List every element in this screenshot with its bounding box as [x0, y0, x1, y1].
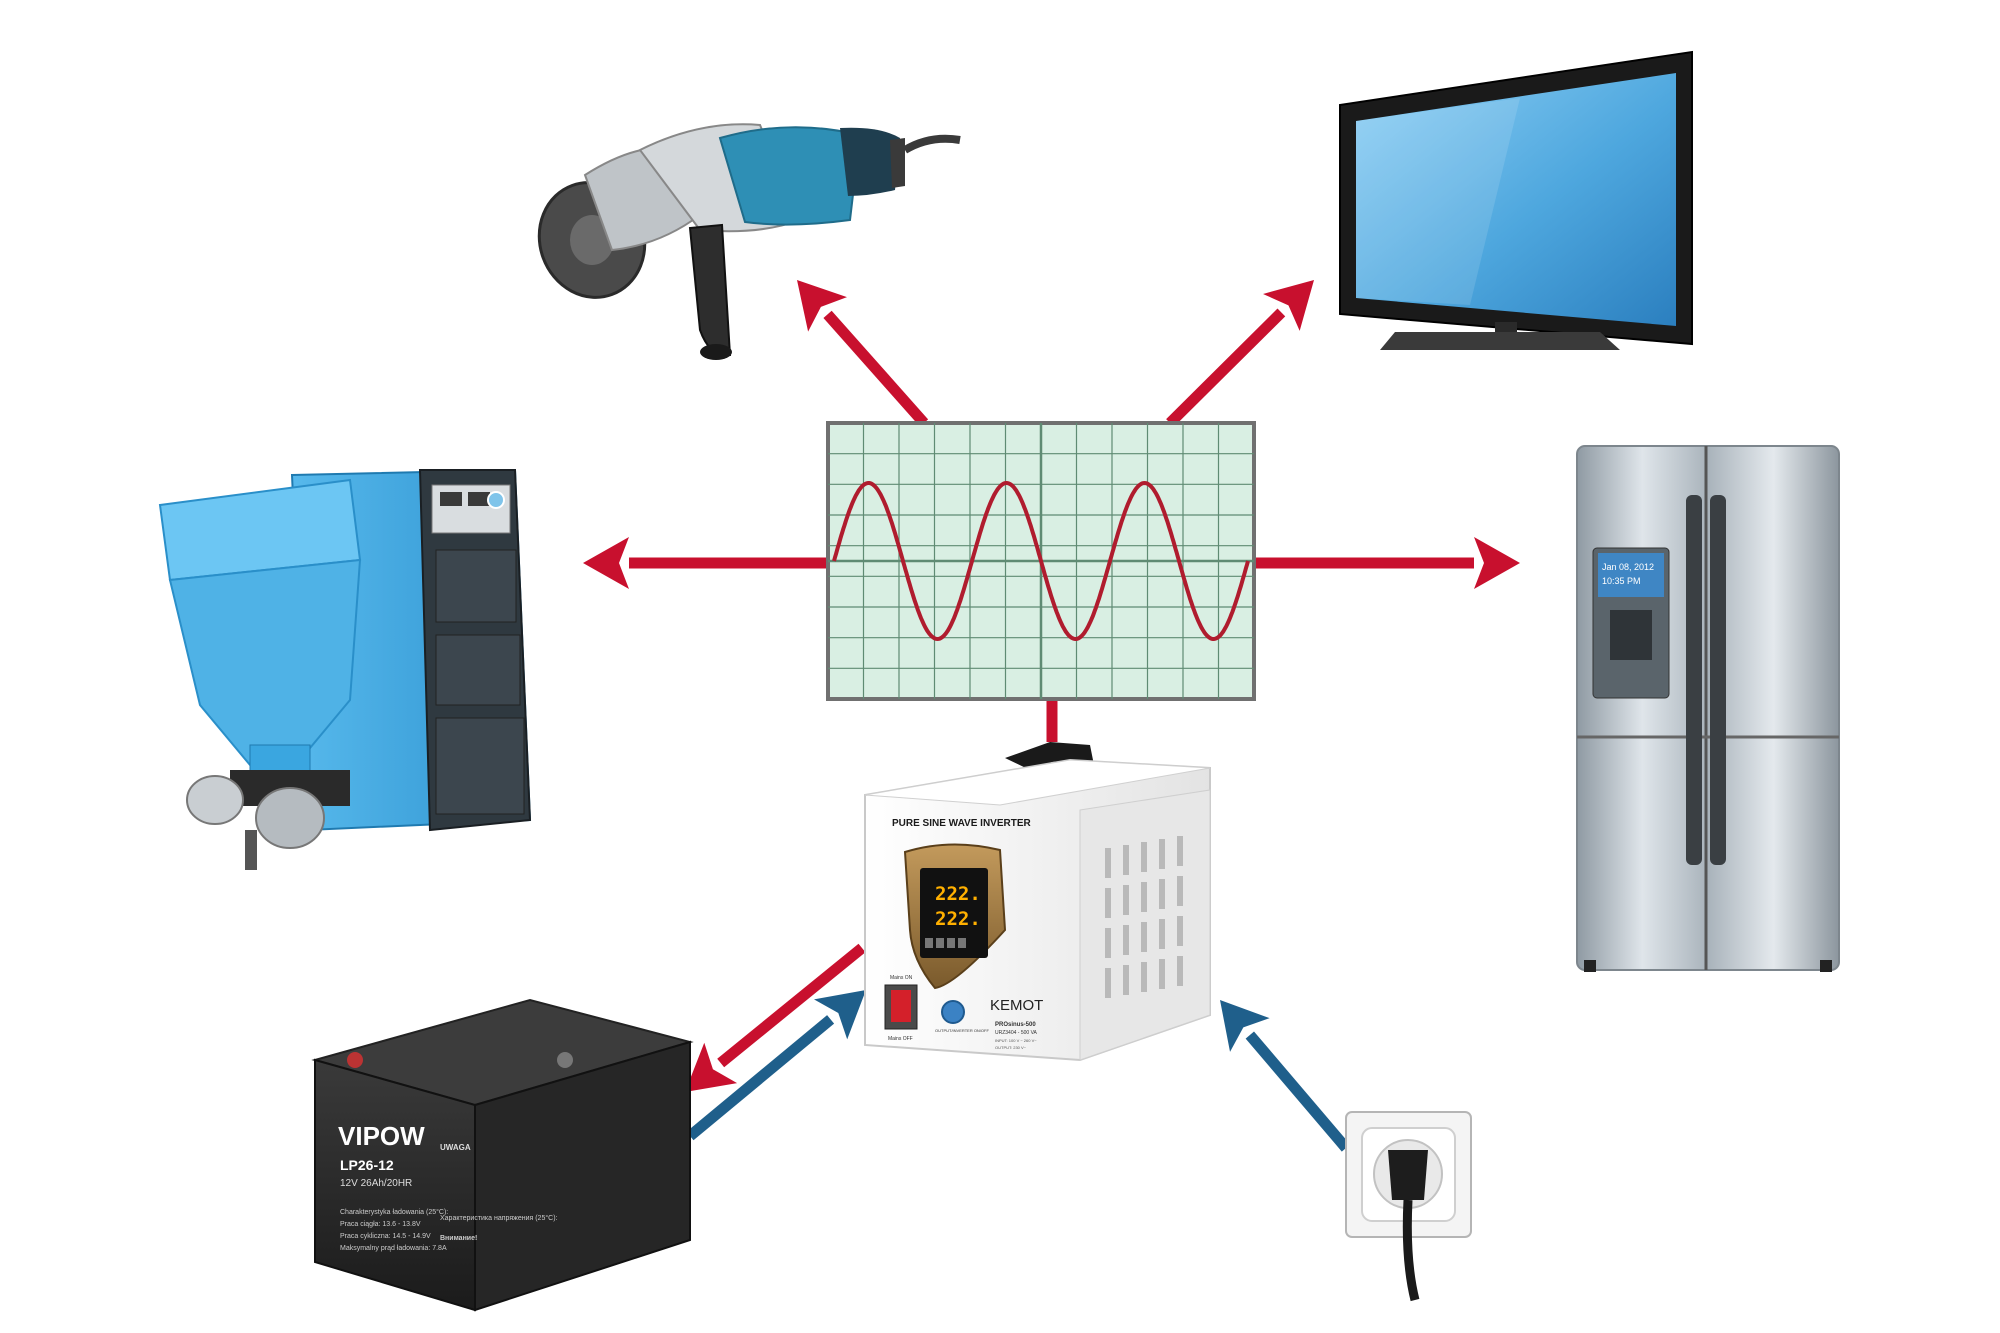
switch-off-label: Mains OFF [888, 1036, 913, 1042]
battery-float-charge: Praca ciągła: 13.6 - 13.8V [340, 1221, 421, 1228]
vent-slot [1159, 879, 1165, 909]
vent-slot [1177, 916, 1183, 946]
switch-on-label: Mains ON [890, 975, 913, 981]
pellet-boiler-icon [158, 468, 532, 870]
battery-warning-title: UWAGA [440, 1143, 471, 1152]
arrow-to-grinder [797, 280, 929, 427]
arrow-to-boiler [583, 537, 828, 589]
arrow-socket-to-inverter [1220, 1000, 1351, 1152]
vent-slot [1105, 848, 1111, 878]
battery-cyclic-charge: Praca cykliczna: 14.5 - 14.9V [340, 1233, 431, 1240]
battery-spec-title-ru: Характеристика напряжения (25°C): [440, 1214, 558, 1222]
vent-slot [1105, 968, 1111, 998]
mains-switch-rocker[interactable] [891, 990, 911, 1022]
inverter-model-line2: URZ3404 - 500 VA [995, 1030, 1038, 1036]
vent-slot [1177, 836, 1183, 866]
battery-model: LP26-12 [340, 1157, 394, 1173]
battery-spec-title-pl: Charakterystyka ładowania (25°C): [340, 1208, 448, 1216]
battery-max-current: Maksymalny prąd ładowania: 7.8A [340, 1245, 447, 1252]
vent-slot [1177, 876, 1183, 906]
fridge-panel-time: 10:35 PM [1602, 576, 1641, 586]
refrigerator-icon: Jan 08, 2012 10:35 PM [1576, 445, 1840, 972]
vent-slot [1105, 888, 1111, 918]
sine-wave [832, 480, 1250, 642]
arrow-battery-to-inverter [686, 990, 866, 1141]
vent-slot [1141, 842, 1147, 872]
inverter-header: PURE SINE WAVE INVERTER [892, 818, 1032, 829]
vent-slot [1123, 885, 1129, 915]
fridge-panel-date: Jan 08, 2012 [1602, 562, 1654, 572]
arrow-to-fridge [1254, 537, 1520, 589]
inverter-spec-output: OUTPUT: 230 V~ [995, 1045, 1027, 1050]
arrow-to-tv [1166, 280, 1314, 427]
vent-slot [1123, 845, 1129, 875]
inverter-brand: KEMOT [990, 997, 1043, 1014]
vent-slot [1159, 919, 1165, 949]
arrow-inverter-to-battery [685, 943, 866, 1092]
oscilloscope-icon [826, 421, 1256, 701]
vent-slot [1159, 959, 1165, 989]
inverter-model-line1: PROsinus-500 [995, 1022, 1036, 1028]
vent-slot [1141, 962, 1147, 992]
inverter-spec-input: INPUT: 100 V ~ 260 V~ [995, 1038, 1037, 1043]
battery-caution-title: Внимание! [440, 1235, 477, 1242]
angle-grinder-icon [537, 123, 961, 360]
vent-slot [1141, 922, 1147, 952]
vent-slot [1105, 928, 1111, 958]
wall-socket-icon [1345, 1111, 1472, 1302]
battery-icon: VIPOW LP26-12 12V 26Ah/20HR Charakteryst… [311, 998, 694, 1312]
inverter-display-top: 222. [935, 883, 981, 905]
vent-slot [1177, 956, 1183, 986]
vent-slot [1159, 839, 1165, 869]
vent-slot [1123, 965, 1129, 995]
vent-slot [1141, 882, 1147, 912]
inverter-display-bottom: 222. [935, 908, 981, 930]
battery-brand: VIPOW [338, 1121, 425, 1151]
vent-slot [1123, 925, 1129, 955]
mode-button-label: OUTPUT/INVERTER ON/OFF [935, 1028, 989, 1033]
inverter-icon: PURE SINE WAVE INVERTER 222. 222. Mains … [864, 742, 1211, 1062]
television-icon [1339, 50, 1693, 350]
power-flow-arrows [583, 280, 1520, 1152]
battery-rating: 12V 26Ah/20HR [340, 1178, 412, 1189]
output-inverter-button[interactable] [941, 1000, 965, 1024]
